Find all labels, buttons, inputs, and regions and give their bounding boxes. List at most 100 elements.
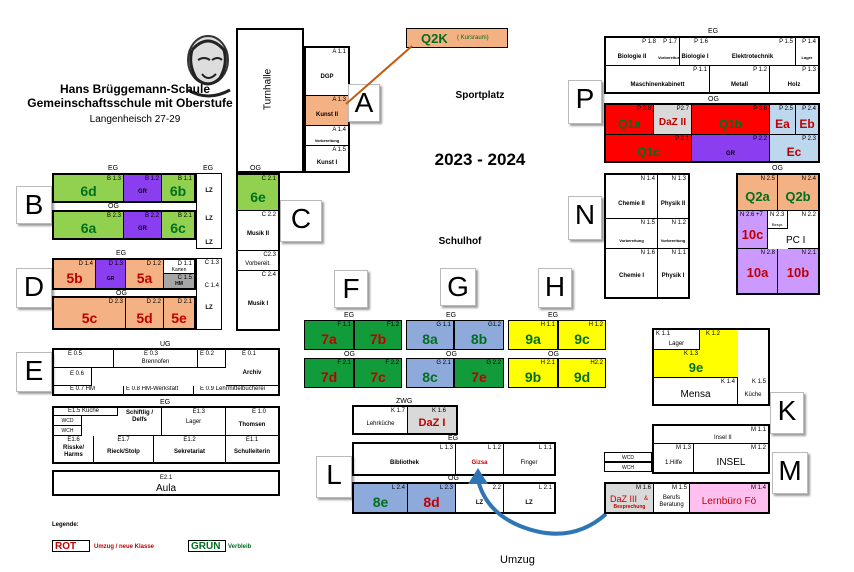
room-f21: F 2.1 7d — [304, 358, 354, 388]
room-k12: K 1.2 — [700, 330, 738, 350]
room-e06: E 0.6 — [54, 368, 92, 386]
building-p-eg: P 1.8 Biologie II P 1.7 Vorbereitung P 1… — [604, 36, 820, 94]
school-subtitle: Gemeinschaftsschule mit Oberstufe — [27, 96, 233, 110]
e-ug-label: UG — [160, 341, 171, 348]
room-l24: L 2.4 8e — [354, 484, 408, 512]
letter-d: D — [16, 268, 52, 308]
room-e11: E1.1 Schulleiterin — [233, 437, 270, 455]
l-zwg-label: ZWG — [396, 398, 413, 405]
room-l11: L 1.1 Finger — [520, 445, 552, 466]
e-eg-label: EG — [160, 399, 171, 406]
room-p11: P 1.1 Maschinenkabinett — [606, 66, 710, 92]
building-l-og: L 2.4 8e L 2.3 8d 2.2 LZ L 2.1 LZ — [352, 482, 556, 514]
building-m: M 1.1 Insel II M 1.3 1.Hilfe M 1.2 INSEL — [652, 424, 770, 474]
room-l12: L 1.2 Gizsa — [456, 444, 504, 474]
portrait-icon — [187, 35, 231, 98]
letter-b: B — [16, 186, 52, 224]
turnhalle-label: Turnhalle — [262, 68, 274, 111]
room-a13: A 1.3 Kunst II — [306, 96, 348, 126]
room-l22: 2.2 LZ — [456, 484, 504, 512]
room-p21: P 2.1 Q1c — [606, 135, 692, 161]
building-p-og: P 2.8 Q1a P2.7 DaZ II P 2.6 Q1b P 2.5 Ea… — [604, 103, 820, 163]
room-p14: P 1.4 Lager — [796, 38, 818, 66]
room-n11: N 1.1 Physik I — [661, 250, 686, 279]
room-p25: P 2.5 Ea — [770, 105, 796, 135]
h-eg-label: EG — [548, 312, 559, 319]
room-n24: N 2.4 Q2b — [778, 175, 818, 211]
schulhof-label: Schulhof — [438, 236, 482, 247]
room-b22: B 2.2 GR — [124, 212, 162, 238]
room-m11: M 1.1 Insel II — [654, 426, 768, 444]
g-og-label: OG — [446, 351, 457, 358]
p-eg-label: EG — [708, 28, 719, 35]
d-og-label: OG — [116, 290, 127, 297]
letter-h: H — [538, 268, 572, 308]
room-e01: E 0.1 Archiv — [226, 350, 278, 386]
room-a14: A 1.4 Vorbereitung — [306, 126, 348, 146]
room-h22: H2.2 9d — [558, 358, 606, 388]
lz-b: LZ LZ LZ — [196, 173, 222, 249]
room-e08: E 0.8 HM-Werkstatt — [124, 386, 194, 394]
room-n25: N 2.5 Q2a — [738, 175, 778, 211]
room-g22: G 2.2 7e — [454, 358, 504, 388]
letter-k: K — [770, 392, 804, 434]
room-e16: E1.6 Risske/ Harms — [54, 436, 94, 462]
room-n15: N 1.5 Vorbereitung — [606, 219, 658, 249]
room-n23: N 2.3 Bespr. — [768, 211, 788, 229]
building-n-eg: N 1.4 Chemie II N 1.3 Physik II N 1.5 Vo… — [604, 173, 690, 299]
room-d13: D 1.3 GR — [96, 260, 126, 288]
room-p22: P 2.2 GR — [692, 135, 770, 161]
room-b13: B 1.3 6d — [54, 175, 124, 201]
room-n22: N 2.2 — [788, 211, 818, 249]
p-og-label: OG — [708, 96, 719, 103]
c-og-label: OG — [250, 165, 261, 172]
room-n13: N 1.3 Physik II — [658, 175, 688, 219]
fg-eg-label: EG — [344, 312, 355, 319]
legend-rot-text: Umzug / neue Klasse — [94, 544, 155, 550]
room-n28: N 2.8 10a — [738, 249, 778, 293]
room-k14: K 1.4 Mensa — [654, 378, 738, 404]
umzug-arrow — [468, 468, 608, 536]
room-p28: P 2.8 Q1a — [606, 105, 654, 135]
room-c24: C 2.4 Musik I — [247, 272, 276, 307]
building-l-zwg: K 1.7 Lehrküche K 1.6 DaZ I — [352, 405, 458, 435]
room-k13: K 1.3 9e — [654, 350, 738, 378]
room-d22: D 2.2 5d — [126, 298, 164, 328]
building-e-ug: E 0.5 E 0.3 Brennofen E 0.2 E 0.1 Archiv… — [52, 348, 280, 396]
room-q2k: Q2K ( Kursraum) — [406, 28, 508, 48]
room-g12: G1.2 8b — [454, 320, 504, 350]
letter-p: P — [568, 80, 602, 124]
room-n14: N 1.4 Chemie II — [606, 175, 658, 219]
room-p26: P 2.6 Q1b — [692, 105, 770, 135]
room-b12: B 1.2 GR — [124, 175, 162, 201]
b-eg-label: EG — [108, 165, 119, 172]
room-wch-e: WCH — [54, 426, 82, 436]
room-d14: D 1.4 5b — [54, 260, 96, 288]
fg-og-label: OG — [344, 351, 355, 358]
room-d23: D 2.3 5c — [54, 298, 126, 328]
room-p23: P 2.3 Ec — [770, 135, 818, 161]
room-e17: E1.7 Rieck/Stolp — [94, 436, 154, 462]
room-h11: H 1.1 9a — [508, 320, 558, 350]
room-d21: D 2.1 5e — [164, 298, 194, 328]
room-b11: B 1.1 6b — [162, 175, 194, 201]
room-b21: B 2.1 6c — [162, 212, 194, 238]
room-d12: D 1.2 5a — [126, 260, 164, 288]
room-g11: G 1.1 8a — [406, 320, 454, 350]
legend-title: Legende: — [52, 522, 79, 528]
d-eg-label: EG — [116, 250, 127, 257]
letter-g: G — [440, 268, 476, 306]
l-eg-label: EG — [448, 435, 459, 442]
room-p24: P 2.4 Eb — [796, 105, 818, 135]
room-e07: E 0.7 HM — [54, 386, 124, 394]
b-eg2-label: EG — [203, 165, 214, 172]
pc1-label: PC I — [786, 235, 806, 246]
room-a15: A 1.5 Kunst I — [316, 147, 346, 166]
building-d-eg: D 1.4 5b D 1.3 GR D 1.2 5a D 1.1 Karten … — [52, 258, 196, 290]
building-e-eg: E1.5 Küche WCD WCH Schiftlig / Delfs E1.… — [52, 406, 280, 464]
room-f12: F1.2 7b — [354, 320, 402, 350]
g-eg-label: EG — [446, 312, 457, 319]
room-m16: M 1.6 DaZ III & Besprechung — [606, 484, 654, 512]
building-b-og: B 2.3 6a B 2.2 GR B 2.1 6c — [52, 210, 196, 240]
letter-c: C — [280, 200, 322, 242]
